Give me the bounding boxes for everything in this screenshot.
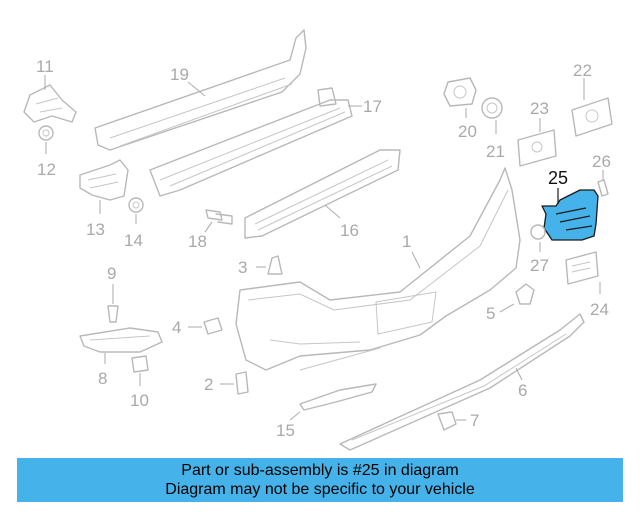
part-12-nut: 12 [37,125,56,179]
part-20-sensor: 20 [443,77,477,141]
callout-16: 16 [340,221,359,240]
callout-14: 14 [124,231,143,250]
part-10-nut: 10 [130,355,149,410]
callout-7: 7 [470,411,479,430]
callout-13: 13 [86,220,105,239]
part-16-absorber: 16 [244,149,401,240]
callout-6: 6 [518,381,527,400]
callout-11: 11 [36,57,54,76]
callout-27: 27 [530,256,549,275]
part-6-lower-valance: 6 [339,313,585,451]
callout-17: 17 [363,97,382,116]
part-3-clip: 3 [238,255,283,277]
info-banner: Part or sub-assembly is #25 in diagram D… [17,458,623,502]
callout-21: 21 [486,142,505,161]
part-21-grommet: 21 [481,97,505,161]
part-17-impact-bar: 17 [149,87,382,197]
part-24-sensor-module: 24 [565,251,609,319]
banner-line-1: Part or sub-assembly is #25 in diagram [181,462,459,479]
callout-5: 5 [486,304,495,323]
part-14-nut: 14 [124,197,144,250]
callout-12: 12 [37,160,56,179]
part-7-clip: 7 [437,411,479,431]
part-2-bolt: 2 [204,371,249,395]
part-26-bolt: 26 [592,152,611,197]
callout-1: 1 [402,232,411,251]
part-13-side-bracket: 13 [79,159,129,239]
callout-25: 25 [548,168,568,188]
callout-26: 26 [592,152,611,171]
part-9-bolt: 9 [107,264,119,323]
callout-8: 8 [98,369,107,388]
banner-line-2: Diagram may not be specific to your vehi… [165,481,475,498]
part-1-bumper-cover: 1 [235,167,521,371]
callout-24: 24 [590,300,609,319]
part-25-bracket-highlighted: 25 [541,168,599,241]
callout-15: 15 [276,421,295,440]
callout-22: 22 [573,61,592,80]
part-22-sensor-holder: 22 [571,61,613,137]
callout-18: 18 [188,232,207,251]
callout-4: 4 [172,318,181,337]
part-23-sensor-bracket: 23 [517,99,557,167]
callout-2: 2 [204,375,213,394]
exploded-parts-diagram: 11 12 19 17 13 14 16 [23,29,613,451]
part-11-bracket: 11 [23,57,77,123]
part-19-reinforcement: 19 [94,29,307,151]
part-4-clip: 4 [172,317,223,337]
part-8-lower-bracket: 8 [79,327,163,388]
callout-20: 20 [458,122,477,141]
callout-19: 19 [170,65,189,84]
callout-9: 9 [107,264,116,283]
part-5-sensor: 5 [486,283,535,323]
callout-10: 10 [130,391,149,410]
callout-23: 23 [530,99,549,118]
part-18-bolt: 18 [188,209,233,251]
part-27-clip: 27 [530,224,549,275]
callout-3: 3 [238,258,247,277]
part-15-trim-strip: 15 [276,383,377,440]
